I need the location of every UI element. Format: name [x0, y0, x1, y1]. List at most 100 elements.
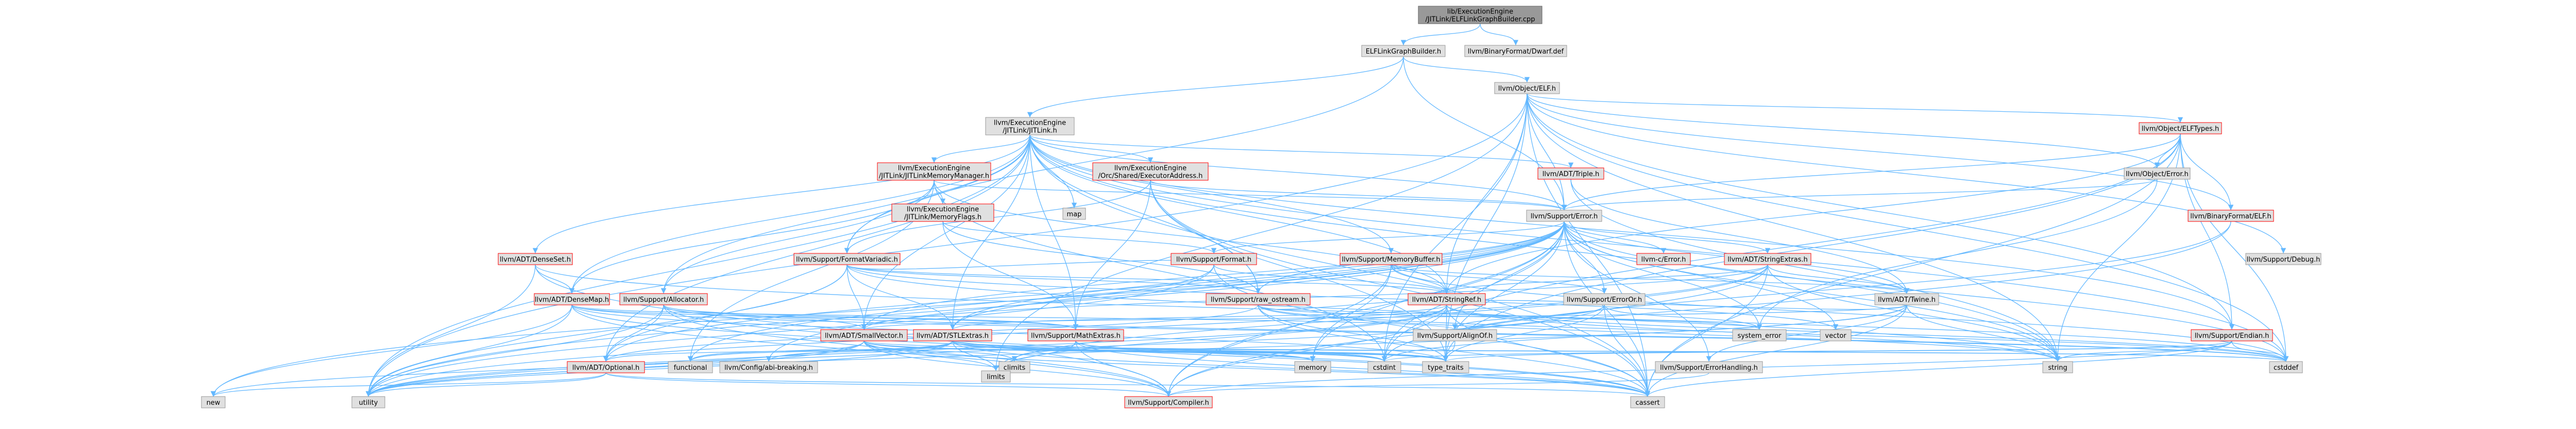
- include-edge-triple-to-twine: [1570, 179, 1910, 294]
- include-edge-rawostream-to-typetraits: [1258, 304, 1449, 362]
- node-label-jitlink: llvm/ExecutionEngine: [994, 119, 1066, 127]
- node-dwarfdef[interactable]: llvm/BinaryFormat/Dwarf.def: [1464, 45, 1567, 57]
- node-smallvector[interactable]: llvm/ADT/SmallVector.h: [820, 329, 908, 341]
- node-memflags[interactable]: llvm/ExecutionEngine/JITLink/MemoryFlags…: [891, 203, 994, 222]
- include-edge-memorybuffer-to-erroror: [1391, 264, 1607, 294]
- node-rawostream[interactable]: llvm/Support/raw_ostream.h: [1206, 293, 1311, 305]
- node-box-memorybuffer: [1340, 253, 1443, 265]
- node-map[interactable]: map: [1062, 208, 1086, 220]
- include-edge-stlextras-to-cstdint: [952, 340, 1387, 362]
- node-vector[interactable]: vector: [1820, 329, 1852, 341]
- node-box-suppError: [1526, 210, 1602, 222]
- include-edge-optional-to-compiler: [605, 372, 1171, 397]
- node-densset[interactable]: llvm/ADT/DenseSet.h: [498, 253, 573, 265]
- node-densemap[interactable]: llvm/ADT/DenseMap.h: [534, 293, 610, 305]
- node-stringref[interactable]: llvm/ADT/StringRef.h: [1408, 293, 1486, 305]
- node-objerror[interactable]: llvm/Object/Error.h: [2124, 167, 2191, 180]
- include-edge-elflinkgb-to-suppError: [1403, 56, 1567, 211]
- include-edge-jitlink-to-smallvector: [861, 134, 1030, 330]
- include-edge-twine-to-string: [1906, 304, 2061, 362]
- node-triple[interactable]: llvm/ADT/Triple.h: [1537, 167, 1604, 180]
- node-suppError[interactable]: llvm/Support/Error.h: [1526, 210, 1602, 222]
- include-edge-suppError-to-suppformat: [1211, 221, 1565, 254]
- node-allocator[interactable]: llvm/Support/Allocator.h: [619, 293, 708, 305]
- node-utility[interactable]: utility: [351, 396, 385, 408]
- node-functional[interactable]: functional: [668, 361, 713, 373]
- node-label-systemerror: system_error: [1738, 332, 1782, 340]
- node-label-map: map: [1067, 211, 1082, 218]
- include-edge-mathextras-to-cstdint: [1075, 340, 1387, 362]
- include-edge-memorybuffer-to-twine: [1391, 264, 1909, 294]
- node-climits[interactable]: climits: [998, 361, 1030, 373]
- node-label-memflags: /JITLink/MemoryFlags.h: [904, 214, 981, 221]
- include-edge-smallvector-to-limits: [863, 340, 999, 371]
- node-memorybuffer[interactable]: llvm/Support/MemoryBuffer.h: [1340, 253, 1443, 265]
- node-alignof[interactable]: llvm/Support/AlignOf.h: [1413, 329, 1497, 341]
- include-edge-orcsym-to-formatvariadic: [844, 180, 1151, 254]
- node-stringextras[interactable]: llvm/ADT/StringExtras.h: [1724, 253, 1811, 265]
- node-label-root: /JITLink/ELFLinkGraphBuilder.cpp: [1426, 16, 1535, 24]
- node-string[interactable]: string: [2042, 361, 2073, 373]
- node-memory[interactable]: memory: [1294, 361, 1331, 373]
- node-label-memorybuffer: llvm/Support/MemoryBuffer.h: [1342, 256, 1440, 264]
- node-limits[interactable]: limits: [981, 370, 1011, 383]
- node-box-map: [1062, 208, 1086, 220]
- node-label-mathextras: llvm/Support/MathExtras.h: [1031, 332, 1121, 340]
- node-elflinkgb[interactable]: ELFLinkGraphBuilder.h: [1361, 45, 1446, 57]
- node-orcsym[interactable]: llvm/ExecutionEngine/Orc/Shared/Executor…: [1092, 162, 1209, 181]
- node-binelf[interactable]: llvm/BinaryFormat/ELF.h: [2188, 210, 2274, 222]
- node-label-optional: llvm/ADT/Optional.h: [572, 364, 640, 372]
- node-jitlink[interactable]: llvm/ExecutionEngine/JITLink/JITLink.h: [985, 117, 1075, 135]
- node-erroror[interactable]: llvm/Support/ErrorOr.h: [1563, 293, 1646, 305]
- include-edge-stringextras-to-string: [1767, 264, 2061, 362]
- node-box-utility: [351, 396, 385, 408]
- node-elftypes[interactable]: llvm/Object/ELFTypes.h: [2139, 122, 2222, 134]
- node-label-alignof: llvm/Support/AlignOf.h: [1417, 332, 1493, 340]
- node-box-root: [1418, 6, 1543, 24]
- node-objelf[interactable]: llvm/Object/ELF.h: [1494, 82, 1560, 94]
- include-edge-densset-to-utility: [365, 264, 536, 397]
- include-edge-memflags-to-rawostream: [942, 221, 1261, 294]
- node-suppdebug[interactable]: llvm/Support/Debug.h: [2245, 253, 2321, 265]
- include-edge-jitlink-to-mathextras: [1029, 134, 1079, 330]
- node-mathextras[interactable]: llvm/Support/MathExtras.h: [1027, 329, 1124, 341]
- include-edge-erroror-to-cassert: [1604, 304, 1651, 397]
- node-box-cassert: [1630, 396, 1665, 408]
- node-typetraits[interactable]: type_traits: [1422, 361, 1469, 373]
- node-optional[interactable]: llvm/ADT/Optional.h: [567, 361, 645, 373]
- node-label-elflinkgb: ELFLinkGraphBuilder.h: [1366, 48, 1442, 56]
- node-box-triple: [1537, 167, 1604, 180]
- node-label-cstdint: cstdint: [1373, 364, 1396, 372]
- node-box-cfgabi: [719, 361, 818, 373]
- node-cstddef[interactable]: cstddef: [2269, 361, 2303, 373]
- node-stlextras[interactable]: llvm/ADT/STLExtras.h: [913, 329, 992, 341]
- include-edge-suppError-to-vector: [1564, 221, 1839, 330]
- node-cerror[interactable]: llvm-c/Error.h: [1636, 253, 1691, 265]
- node-cstdint[interactable]: cstdint: [1367, 361, 1401, 373]
- include-edge-jitlink-to-optional: [603, 134, 1030, 362]
- node-suppformat[interactable]: llvm/Support/Format.h: [1171, 253, 1257, 265]
- include-edge-suppError-to-systemerror: [1564, 221, 1762, 330]
- node-new[interactable]: new: [201, 396, 226, 408]
- node-formatvariadic[interactable]: llvm/Support/FormatVariadic.h: [793, 253, 901, 265]
- node-label-functional: functional: [674, 364, 707, 372]
- include-edge-endian-to-cstddef: [2231, 340, 2289, 362]
- node-cfgabi[interactable]: llvm/Config/abi-breaking.h: [719, 361, 818, 373]
- node-twine[interactable]: llvm/ADT/Twine.h: [1874, 293, 1939, 305]
- node-box-stringextras: [1724, 253, 1811, 265]
- include-edge-elftypes-to-binelf: [2180, 133, 2234, 211]
- node-jitlinkmm[interactable]: llvm/ExecutionEngine/JITLink/JITLinkMemo…: [877, 162, 991, 181]
- node-endian[interactable]: llvm/Support/Endian.h: [2191, 329, 2273, 341]
- include-edge-root-to-dwarfdef: [1480, 23, 1519, 46]
- include-edge-elflinkgb-to-formatvariadic: [844, 56, 1404, 254]
- node-box-endian: [2191, 329, 2273, 341]
- node-systemerror[interactable]: system_error: [1732, 329, 1787, 341]
- node-label-suppformat: llvm/Support/Format.h: [1176, 256, 1251, 264]
- node-compiler[interactable]: llvm/Support/Compiler.h: [1124, 396, 1213, 408]
- node-errorhandling[interactable]: llvm/Support/ErrorHandling.h: [1655, 361, 1763, 373]
- node-label-erroror: llvm/Support/ErrorOr.h: [1567, 296, 1642, 304]
- node-cassert[interactable]: cassert: [1630, 396, 1665, 408]
- include-edge-mathextras-to-cassert: [1075, 340, 1650, 397]
- include-edge-jitlink-to-densset: [532, 134, 1030, 254]
